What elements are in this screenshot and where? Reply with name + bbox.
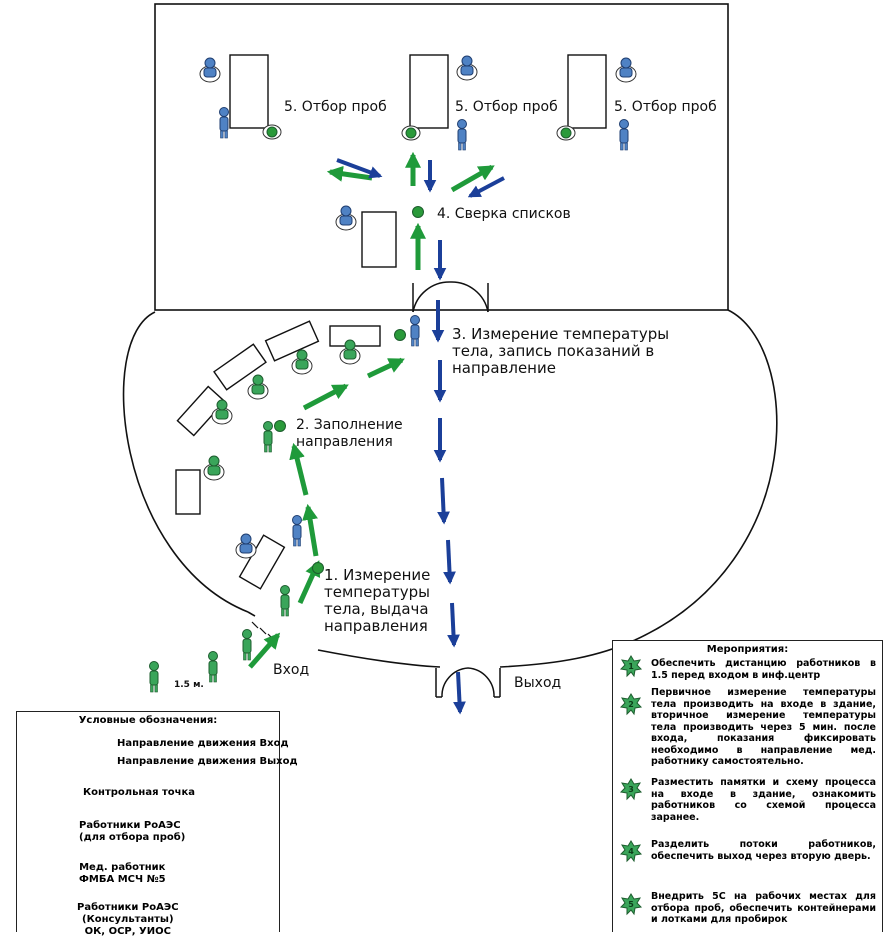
step1-label: 1. Измерение температуры тела, выдача на…	[324, 567, 430, 635]
step1-line-3: тела, выдача	[324, 600, 429, 618]
entrance-label: Вход	[273, 662, 310, 678]
measure-item-5: Внедрить 5С на рабочих местах для отбора…	[651, 891, 876, 925]
measures-badges: 1 2 3 4 5	[619, 655, 643, 916]
badge-1-icon	[619, 655, 643, 678]
legend-exit-direction: Направление движения Выход	[117, 756, 298, 767]
legend-checkpoint: Контрольная точка	[83, 787, 196, 798]
sampling-room	[154, 3, 729, 311]
measures-panel: Мероприятия: 1 2 3 4 5 Обеспечить дистан…	[612, 640, 883, 932]
entrance-distance-marks	[251, 621, 275, 641]
legend-medical-worker-line-1: Мед. работник	[79, 862, 166, 873]
legend-sampling-workers-line-1: Работники РоАЭС	[79, 820, 181, 831]
exit-label: Выход	[514, 675, 562, 691]
measure-item-4: Разделить потоки работников, обеспечить …	[651, 839, 876, 862]
lobby-hall-wall	[122, 311, 249, 613]
step5-label-left: 5. Отбор проб	[284, 99, 387, 115]
legend-consultants-line-1: Работники РоАЭС	[77, 902, 179, 913]
legend-title: Условные обозначения:	[78, 715, 218, 726]
legend-medical-worker: Мед. работник ФМБА МСЧ №5	[79, 862, 166, 886]
step1-line-4: направления	[324, 617, 428, 635]
entry-arrows	[248, 151, 495, 669]
legend-entry-direction: Направление движения Вход	[117, 738, 289, 749]
step3-label: 3. Измерение температуры тела, запись по…	[452, 326, 669, 377]
badge-2: 2	[628, 700, 634, 709]
legend-sampling-workers: Работники РоАЭС (для отбора проб)	[79, 820, 185, 844]
measure-item-3: Разместить памятки и схему процесса на в…	[651, 777, 876, 823]
step1-line-1: 1. Измерение	[324, 566, 431, 584]
lobby-desks	[175, 320, 381, 590]
exit-door	[435, 667, 501, 698]
legend-sampling-workers-line-2: (для отбора проб)	[79, 832, 186, 843]
measure-item-1: Обеспечить дистанцию работников в 1.5 пе…	[651, 658, 876, 681]
legend-panel: Условные обозначения: Направление движен…	[16, 711, 298, 937]
badge-3: 3	[628, 785, 634, 794]
step3-line-3: направление	[452, 359, 556, 377]
exit-arrows	[336, 158, 505, 715]
legend-consultants-line-3: ОК, ОСР, УИОС	[84, 926, 171, 937]
step5-label-right: 5. Отбор проб	[614, 99, 717, 115]
step2-line-2: направления	[296, 434, 393, 450]
sampling-desks	[229, 54, 607, 268]
lobby-hall-wall-right	[634, 309, 778, 641]
distance-label: 1.5 м.	[174, 680, 204, 690]
measure-item-2: Первичное измерение температуры тела про…	[651, 687, 876, 767]
measures-title: Мероприятия:	[706, 644, 789, 655]
step4-label: 4. Сверка списков	[437, 206, 571, 222]
step5-label-center: 5. Отбор проб	[455, 99, 558, 115]
lobby-bottom-wall	[317, 639, 636, 668]
lobby-wall-entrance-gap	[247, 611, 256, 617]
step3-line-2: тела, запись показаний в	[452, 342, 655, 360]
badge-3-icon	[619, 778, 643, 801]
step2-line-1: 2. Заполнение	[296, 417, 403, 433]
badge-1: 1	[628, 662, 634, 671]
inner-double-door	[412, 281, 489, 313]
badge-4: 4	[628, 847, 634, 856]
legend-consultants: Работники РоАЭС (Консультанты) ОК, ОСР, …	[77, 902, 179, 938]
badge-5: 5	[628, 900, 634, 909]
badge-2-icon	[619, 693, 643, 716]
badge-4-icon	[619, 840, 643, 863]
checkpoint-dots	[262, 124, 576, 574]
step2-label: 2. Заполнение направления	[296, 417, 403, 451]
legend-medical-worker-line-2: ФМБА МСЧ №5	[79, 874, 166, 885]
step3-line-1: 3. Измерение температуры	[452, 325, 670, 343]
step1-line-2: температуры	[324, 583, 431, 601]
badge-5-icon	[619, 893, 643, 916]
legend-consultants-line-2: (Консультанты)	[82, 914, 174, 925]
